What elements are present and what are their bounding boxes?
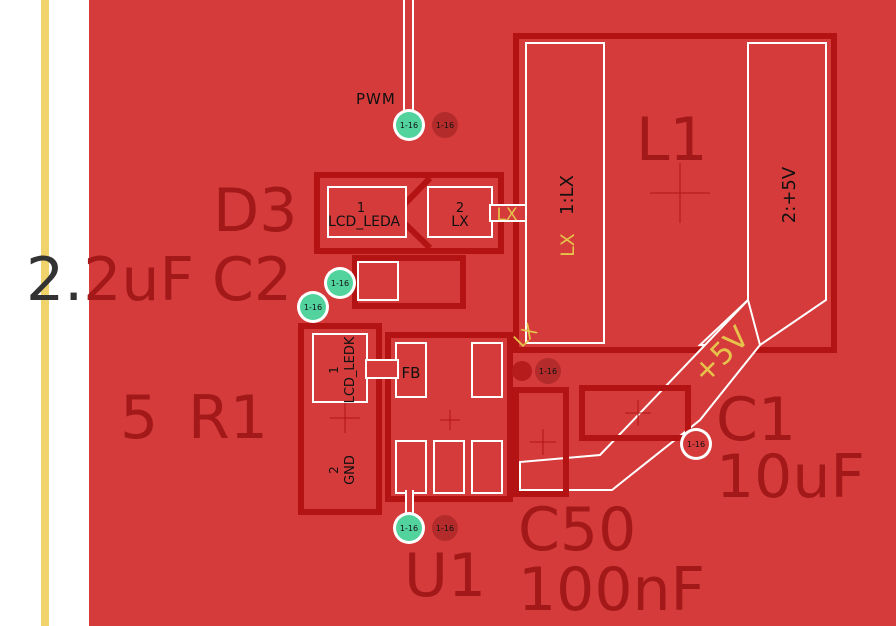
via-u1-lx[interactable]: 1-16	[512, 358, 561, 384]
via-label: 1-16	[436, 121, 454, 130]
u1-fb-label: FB	[402, 364, 421, 382]
origin-marks	[330, 163, 710, 455]
u1-pad-gnd[interactable]	[395, 440, 427, 494]
l1-pad-1[interactable]	[525, 42, 605, 344]
r1-designator: R1	[188, 383, 268, 453]
c1-value: 10uF	[716, 442, 865, 512]
l1-outline[interactable]	[513, 33, 837, 353]
r1-pin1-number: 1	[327, 366, 341, 374]
c2-designator: C2	[212, 245, 292, 315]
net-lx-mid: LX	[557, 233, 579, 257]
via-c2[interactable]: 1-16	[324, 267, 356, 299]
r1-pin2-number: 2	[327, 466, 341, 474]
u1-pad-en[interactable]	[433, 440, 465, 494]
via-label: 1-16	[400, 121, 418, 130]
via-pwm-ghost: 1-16	[432, 112, 458, 138]
d3-pin1-net: LCD_LEDA	[328, 214, 401, 230]
c50-outline[interactable]	[513, 387, 569, 497]
via-label: 1-16	[304, 303, 322, 312]
u1-pad-lx[interactable]	[471, 342, 503, 398]
d3-designator: D3	[213, 176, 297, 246]
l1-pin2-label: 2:+5V	[779, 166, 800, 223]
c2-value: 2.2uF	[26, 245, 194, 315]
u1-outline[interactable]	[385, 332, 513, 502]
c1-designator: C1	[716, 385, 796, 455]
via-c1[interactable]: 1-16	[680, 428, 712, 460]
board-edge-line	[41, 0, 49, 626]
d3-pin2-number: 2	[456, 201, 464, 216]
via-label: 1-16	[687, 440, 705, 449]
d3-pad-1[interactable]	[327, 186, 407, 238]
via-r1[interactable]: 1-16	[297, 291, 329, 323]
net-lx-top: LX	[496, 205, 517, 225]
via-gnd-ghost: 1-16	[432, 515, 458, 541]
pwm-trace	[405, 0, 412, 120]
via-gnd[interactable]: 1-16	[393, 490, 425, 544]
u1-designator: U1	[404, 541, 486, 611]
d3-pad-2[interactable]	[427, 186, 493, 238]
pwm-label: PWM	[356, 90, 396, 108]
via-label: 1-16	[400, 524, 418, 533]
l1-designator: L1	[636, 105, 708, 175]
u1-pad-vin[interactable]	[471, 440, 503, 494]
lx-connect-trace	[489, 204, 527, 222]
via-pwm[interactable]: 1-16	[393, 109, 425, 141]
r1-pin1-net: LCD_LEDK	[343, 336, 358, 403]
c50-designator: C50	[518, 495, 636, 565]
c50-value: 100nF	[518, 555, 705, 625]
via-label: 1-16	[539, 367, 557, 376]
d3-pin2-net: LX	[451, 214, 469, 230]
u1-fb-trace	[365, 359, 399, 379]
c1-outline[interactable]	[579, 385, 691, 441]
via-label: 1-16	[436, 524, 454, 533]
c2-pad-1[interactable]	[357, 261, 399, 301]
l1-pin1-label: 1:LX	[557, 175, 578, 215]
d3-pin1-number: 1	[357, 201, 365, 216]
r1-outline[interactable]	[298, 323, 382, 515]
via-label: 1-16	[331, 279, 349, 288]
r1-pin2-net: GND	[343, 455, 358, 485]
r1-value: 5	[120, 383, 158, 453]
